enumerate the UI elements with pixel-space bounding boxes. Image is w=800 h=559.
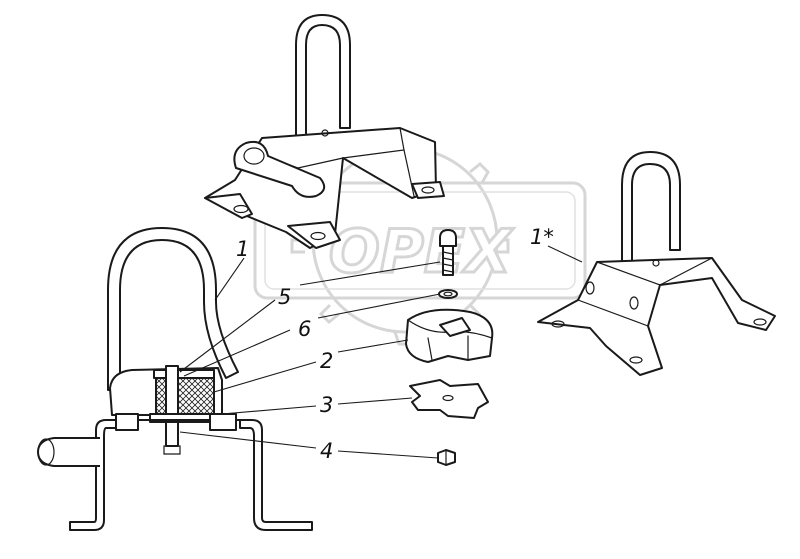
upper-bracket [204, 14, 445, 249]
bolt-part-5 [439, 229, 457, 276]
leader-4-left [179, 431, 317, 449]
leader-1 [214, 257, 245, 301]
left-assembly [37, 227, 313, 531]
leader-6 [317, 293, 441, 319]
leader-2-left [213, 361, 317, 393]
leader-3-left [221, 405, 317, 415]
cushion-part-2 [405, 308, 494, 363]
leader-4 [337, 450, 439, 459]
callout-1: 1 [236, 237, 249, 261]
washer-part-6 [438, 289, 458, 299]
callout-6: 6 [298, 317, 311, 341]
nut-part-4 [437, 449, 456, 466]
plate-part-3 [409, 379, 489, 419]
right-bracket [537, 151, 776, 376]
callout-5: 5 [278, 285, 291, 309]
callout-4: 4 [320, 439, 333, 463]
leader-5 [299, 261, 441, 286]
leader-1-star [547, 245, 583, 263]
callout-3: 3 [320, 393, 333, 417]
leader-2 [337, 339, 409, 353]
callout-1-star: 1* [530, 225, 554, 249]
leader-3 [337, 397, 413, 405]
leader-6-left [183, 329, 291, 377]
leader-lines [179, 245, 583, 459]
watermark-text: OPEX [329, 217, 514, 287]
leader-5-left [179, 299, 276, 373]
callout-2: 2 [320, 349, 333, 373]
